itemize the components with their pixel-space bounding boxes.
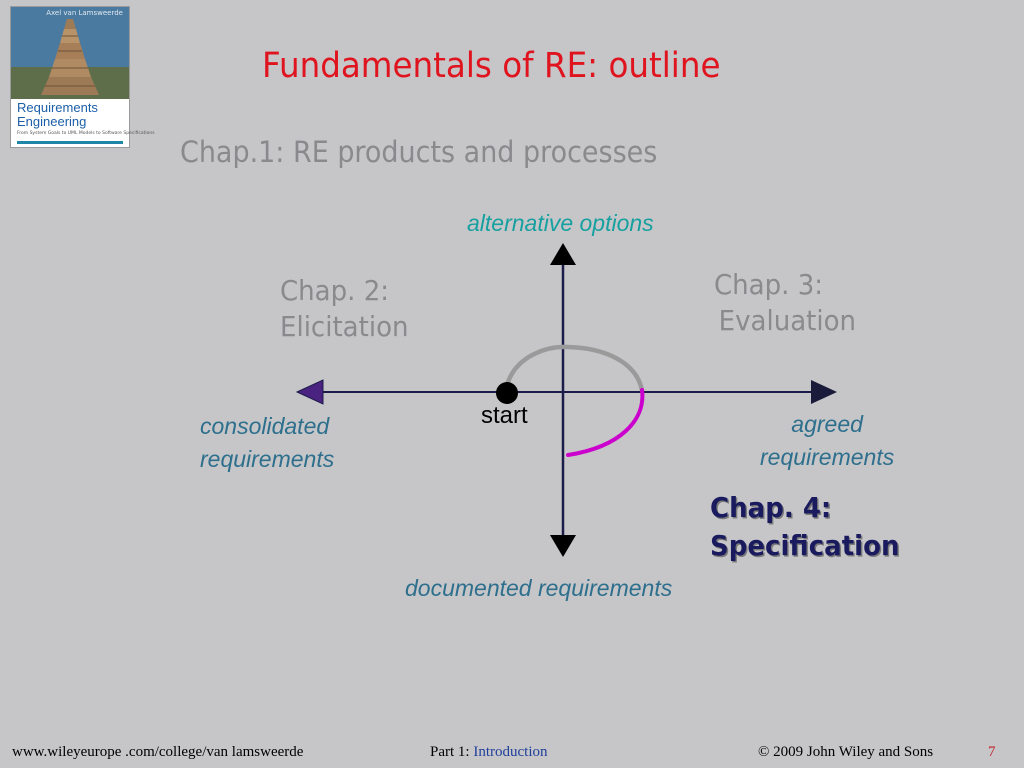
chap3-label: Chap. 3: Evaluation <box>714 267 856 339</box>
chap3-line1: Chap. 3: <box>714 268 824 301</box>
slide-subtitle: Chap.1: RE products and processes <box>180 135 658 169</box>
cover-subtitle: From System Goals to UML Models to Softw… <box>17 131 155 136</box>
axis-right-label: agreed requirements <box>760 408 894 474</box>
start-label: start <box>481 402 528 429</box>
down-arrowhead <box>550 535 576 557</box>
footer-url[interactable]: www.wileyeurope .com/college/van lamswee… <box>12 744 304 760</box>
current-path-arc <box>566 388 645 457</box>
left-arrowhead <box>295 379 324 405</box>
axis-right-line2: requirements <box>760 444 895 470</box>
tower-of-babel-image: Axel van Lamsweerde <box>11 7 129 99</box>
book-cover-logo: Axel van Lamsweerde Requirements Enginee… <box>10 6 155 148</box>
chap2-line2: Elicitation <box>280 310 409 343</box>
chap2-label: Chap. 2: Elicitation <box>280 273 409 345</box>
footer-copyright: © 2009 John Wiley and Sons <box>758 744 934 760</box>
chap4-line1: Chap. 4: <box>710 491 832 524</box>
axis-top-label: alternative options <box>467 210 654 236</box>
cover-title-line1: Requirements <box>17 100 98 115</box>
footer-part-prefix: Part 1: <box>430 744 474 760</box>
slide-title: Fundamentals of RE: outline <box>262 46 721 86</box>
start-dot <box>496 382 518 404</box>
axis-bottom-label: documented requirements <box>405 575 673 601</box>
completed-path-arc <box>505 344 645 393</box>
right-arrowhead <box>811 380 837 404</box>
chap4-label: Chap. 4: Specification <box>710 489 900 565</box>
cover-author: Axel van Lamsweerde <box>46 9 123 17</box>
up-arrowhead <box>550 243 576 265</box>
footer-part: Part 1: Introduction <box>430 744 548 761</box>
footer-page-number: 7 <box>988 744 996 760</box>
chap4-line2: Specification <box>710 529 900 562</box>
axis-left-line2: requirements <box>200 446 335 472</box>
cover-bar <box>17 141 123 144</box>
axis-right-line1: agreed <box>791 411 863 437</box>
footer-part-link[interactable]: Introduction <box>473 744 548 760</box>
axis-left-label: consolidated requirements <box>200 410 334 476</box>
cover-title-line2: Engineering <box>17 114 87 129</box>
axis-left-line1: consolidated <box>200 413 330 439</box>
chap3-line2: Evaluation <box>718 304 857 337</box>
chap2-line1: Chap. 2: <box>280 274 390 307</box>
